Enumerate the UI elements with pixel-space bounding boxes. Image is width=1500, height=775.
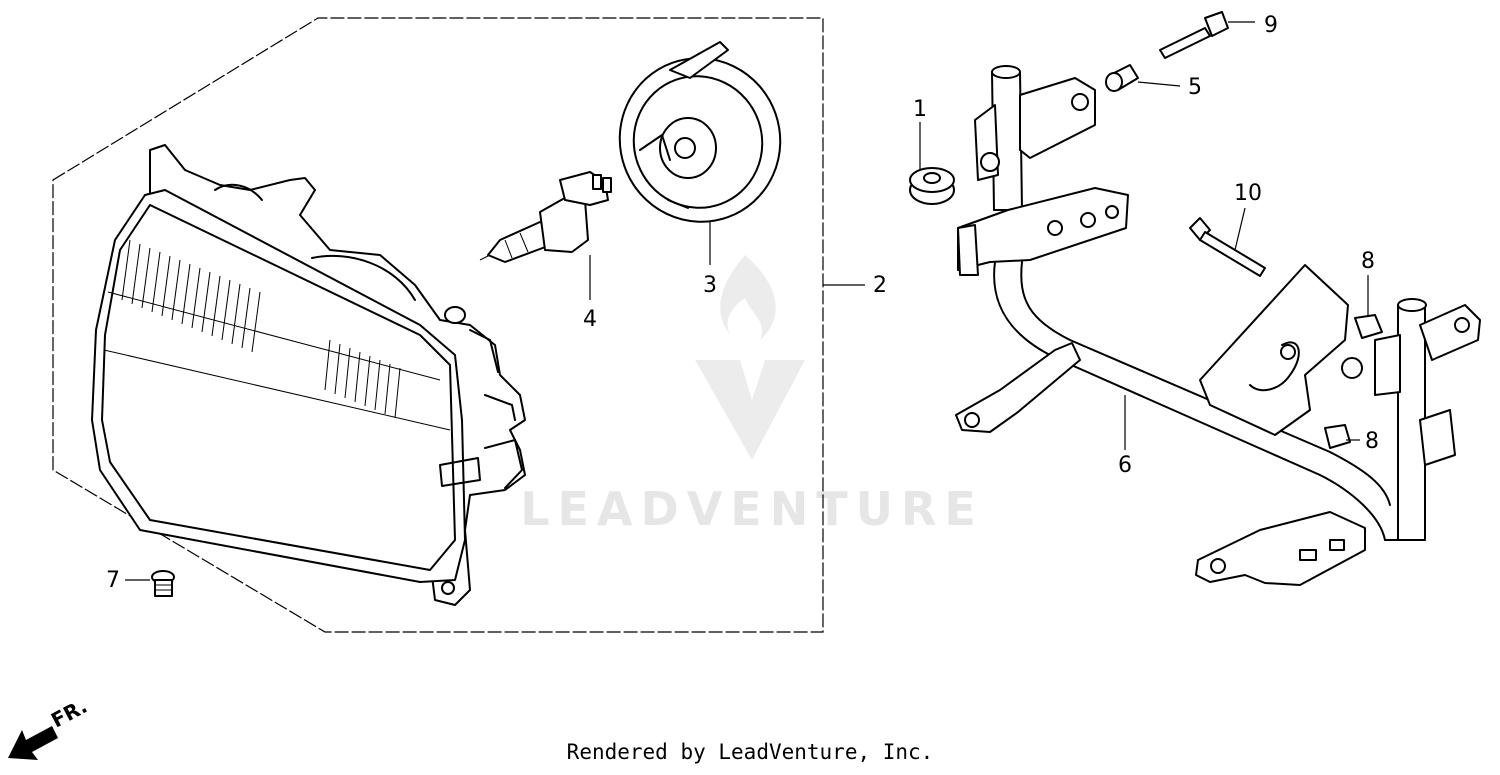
callout-5: 5 [1188,75,1202,100]
socket-cover [618,41,782,223]
grommet-1 [909,167,955,205]
callout-10: 10 [1234,181,1262,206]
callout-1: 1 [913,97,927,122]
callout-8-upper: 8 [1361,249,1375,274]
nut-8-lower [1324,424,1351,449]
assembly-border [52,17,824,633]
watermark-flame-icon [720,255,776,340]
callout-6: 6 [1118,453,1132,478]
lens-ribs [121,239,401,419]
callout-3: 3 [703,273,717,298]
watermark: LEADVENTURE [520,255,984,536]
callout-7: 7 [106,568,120,593]
bolt-10 [1189,217,1266,277]
footer-credit: Rendered by LeadVenture, Inc. [566,740,934,764]
bolt-9 [1159,11,1229,59]
nut-8-upper [1354,314,1383,339]
front-label: FR. [47,694,91,733]
collar-5 [1105,64,1139,92]
callout-8-lower: 8 [1365,429,1379,454]
bulb [479,171,612,263]
callout-9: 9 [1264,13,1278,38]
callout-2: 2 [873,273,887,298]
headlight-unit [91,144,526,606]
callout-4: 4 [583,307,597,332]
leader-lines [125,21,1369,581]
arrow-down-left-icon [8,726,58,760]
screw-7 [151,570,175,597]
headlight-bracket [955,65,1481,586]
watermark-v-icon [695,360,805,460]
watermark-text: LEADVENTURE [520,482,984,536]
